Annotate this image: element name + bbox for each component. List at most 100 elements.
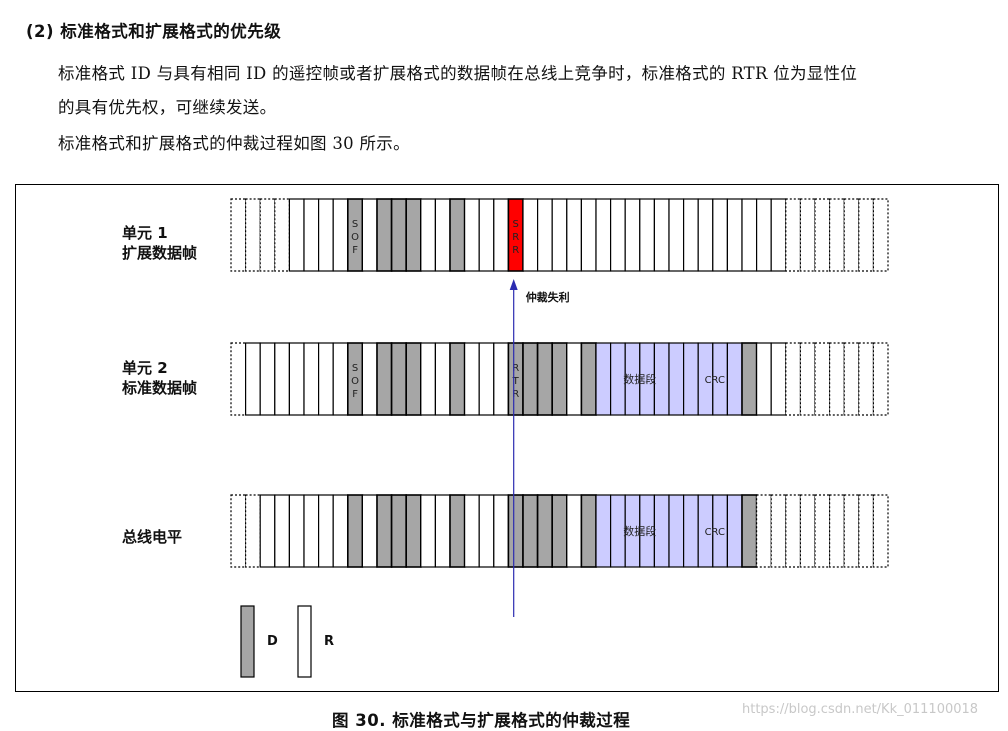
bit-r1-9 [361,198,378,272]
bit-r2-5 [303,342,320,416]
sof-r1-0: S [352,219,358,230]
bit-r3-15 [449,494,466,568]
bit-r1-7 [332,198,349,272]
bit-r2-1 [245,342,261,416]
bit-r1-1 [245,198,261,272]
rtr-1: T [512,376,520,387]
srr-1: R [512,232,519,243]
bit-r3-31 [682,494,699,568]
bit-r1-34 [726,198,743,272]
bit-r2-40 [814,342,831,416]
rtr-2: R [512,389,519,400]
bit-r1-6 [318,198,334,272]
arbitration-arrow-head [509,279,518,290]
bit-r3-8 [346,494,364,568]
bit-r1-11 [390,198,408,272]
bit-r3-7 [332,494,349,568]
bit-r3-17 [478,494,495,568]
sof-r1-2: F [352,245,358,256]
bit-r1-13 [420,198,436,272]
bit-r2-22 [551,342,568,416]
bit-r2-31 [682,342,699,416]
arbitration-lost-label: 仲裁失利 [526,290,570,304]
arbitration-figure [15,184,999,692]
bit-r2-25 [595,342,612,416]
bit-r1-26 [609,198,626,272]
bit-r1-22 [551,198,568,272]
bit-r1-35 [741,198,758,272]
bit-r2-42 [843,342,860,416]
bit-r3-30 [668,494,685,568]
bit-r2-13 [420,342,436,416]
bit-r1-39 [799,198,816,272]
bit-r1-27 [624,198,641,272]
bit-r2-39 [799,342,816,416]
bit-r3-37 [770,494,787,568]
bit-r3-1 [245,494,261,568]
legend-recessive-box [297,605,312,678]
bit-r3-25 [595,494,612,568]
bit-r3-2 [259,494,276,568]
bit-r3-38 [785,494,801,568]
bit-r3-20 [522,494,539,568]
bit-r3-14 [434,494,451,568]
bit-r3-34 [726,494,743,568]
bit-r3-43 [858,494,874,568]
bit-r1-24 [580,198,597,272]
bit-r1-4 [288,198,305,272]
bit-r1-5 [303,198,320,272]
sof-r2-1: O [351,376,359,387]
data-field-r2: 数据段 [623,372,656,386]
bit-r1-32 [697,198,714,272]
bit-r2-6 [318,342,334,416]
bit-r1-17 [478,198,495,272]
bit-r1-0 [230,198,247,272]
bit-r1-20 [522,198,539,272]
row-label-unit1: 单元 1 扩展数据帧 [122,223,197,263]
bit-r3-39 [799,494,816,568]
bit-r1-43 [858,198,874,272]
legend-dominant-label: D [267,634,278,649]
bit-r3-13 [420,494,436,568]
bit-r1-30 [668,198,685,272]
bit-r2-29 [653,342,670,416]
row-label-bus-line1: 总线电平 [122,528,183,546]
row-label-unit2-line1: 单元 2 [122,359,168,377]
row-label-bus: 总线电平 [122,527,182,547]
bit-r2-14 [434,342,451,416]
bit-r3-6 [318,494,334,568]
bit-r3-3 [274,494,290,568]
bit-r1-36 [755,198,772,272]
bit-r1-28 [639,198,655,272]
crc-r2: CRC [705,375,725,386]
bit-r2-3 [274,342,290,416]
bit-r3-10 [376,494,393,568]
row-label-unit1-line1: 单元 1 [122,224,168,242]
row-label-unit1-line2: 扩展数据帧 [122,244,198,262]
bit-r1-23 [566,198,582,272]
bit-r1-33 [712,198,728,272]
bit-r1-3 [274,198,290,272]
bit-r2-37 [770,342,787,416]
bit-r2-9 [361,342,378,416]
bit-r2-44 [872,342,889,416]
bit-r2-20 [522,342,539,416]
bit-r2-7 [332,342,349,416]
bit-r1-25 [595,198,612,272]
bit-r1-41 [828,198,845,272]
section-heading: (2) 标准格式和扩展格式的优先级 [26,22,282,41]
rtr-0: R [512,363,519,374]
bit-r3-11 [390,494,408,568]
bit-r2-15 [449,342,466,416]
srr-0: S [513,219,519,230]
paragraph-1-line-2: 的具有优先权，可继续发送。 [58,98,277,117]
bit-r2-36 [755,342,772,416]
bit-r2-41 [828,342,845,416]
bit-r3-18 [493,494,509,568]
bit-r3-41 [828,494,845,568]
bit-r1-21 [536,198,553,272]
crc-r3: CRC [705,527,725,538]
bit-r1-18 [493,198,509,272]
bit-r2-43 [858,342,874,416]
